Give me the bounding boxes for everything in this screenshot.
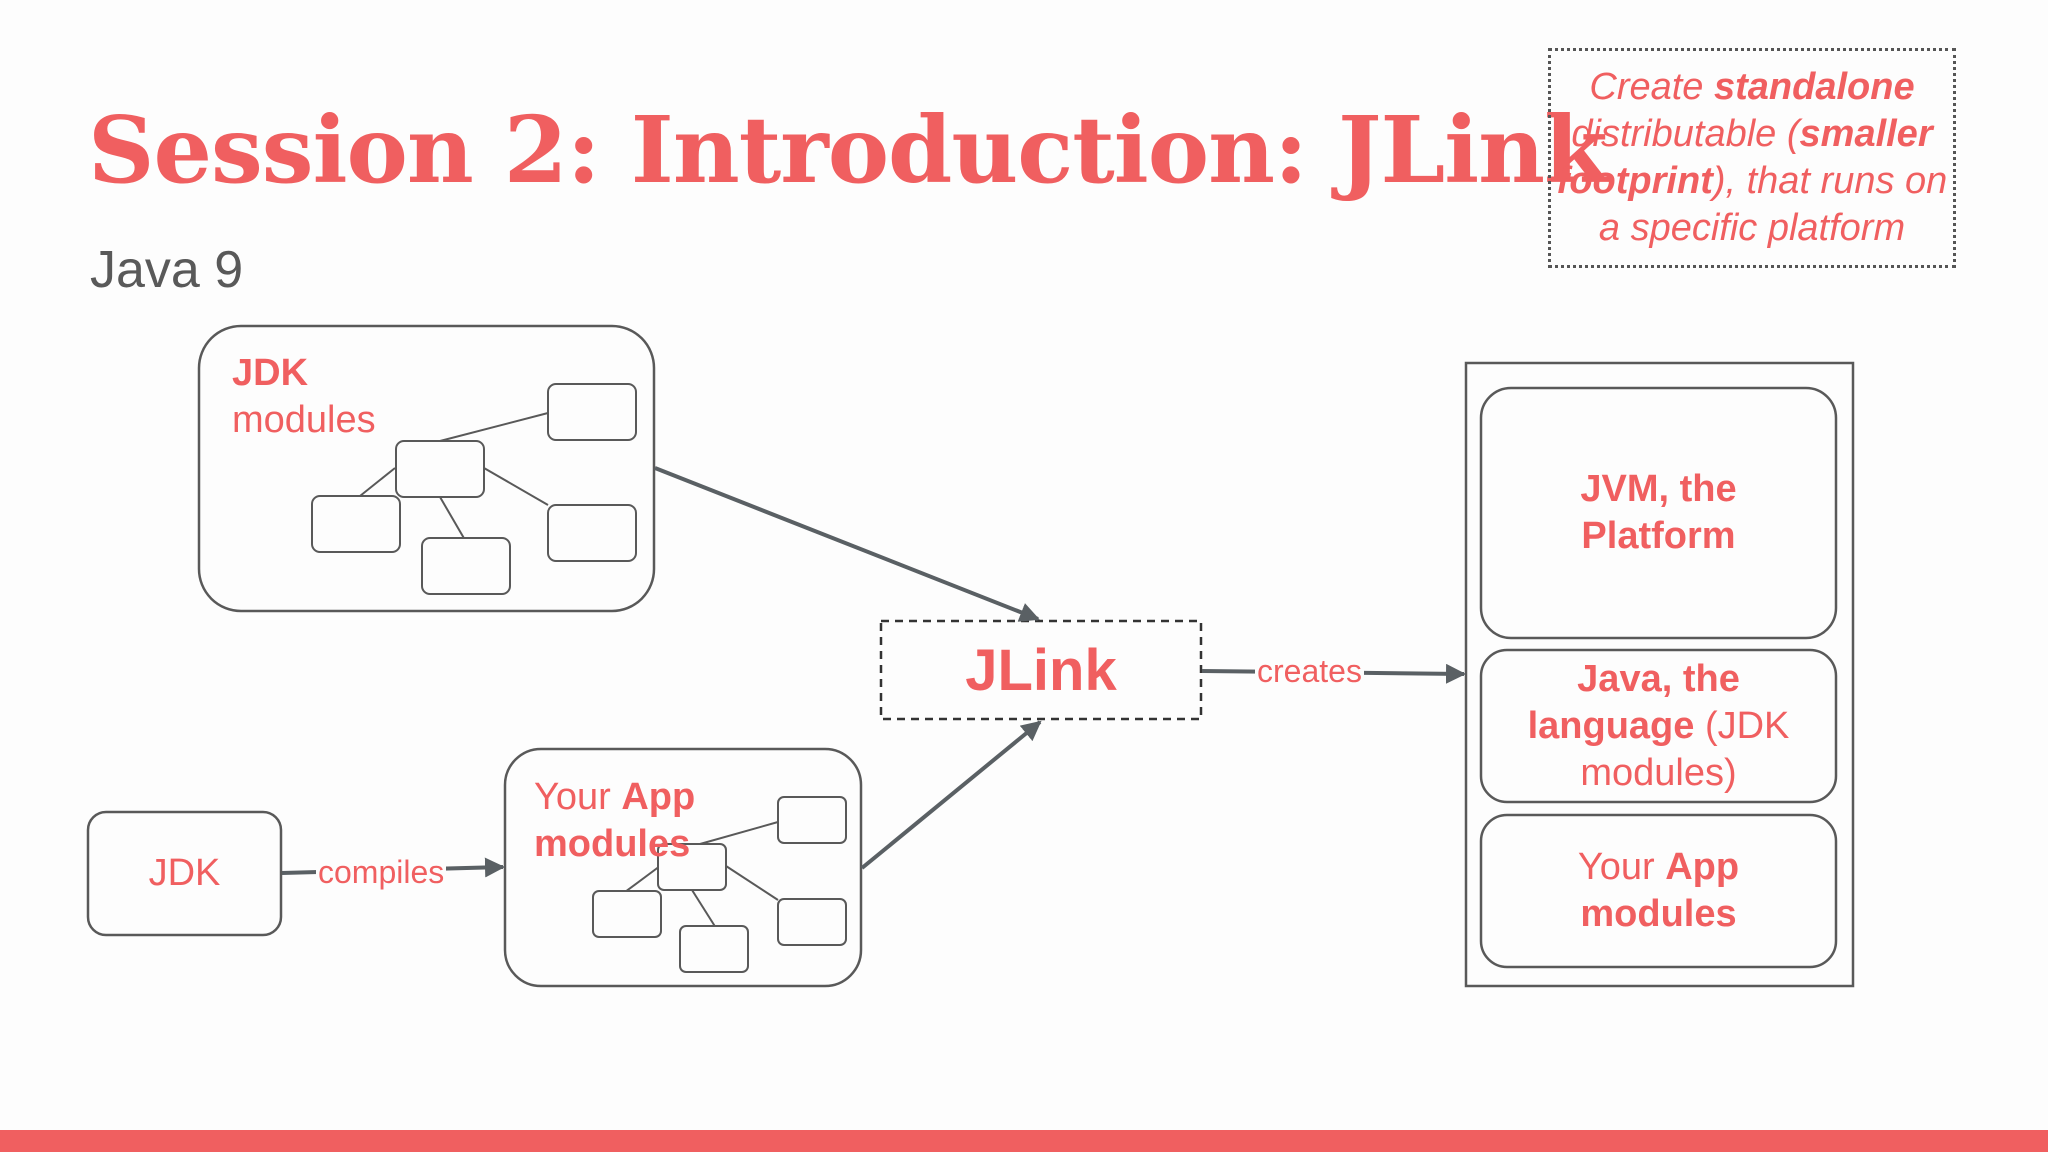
module-node (547, 504, 637, 562)
jvm-label: JVM, the Platform (1580, 468, 1737, 557)
jdk-box (86, 810, 283, 937)
arrow-jdk-to-jlink (654, 466, 1040, 622)
module-node (777, 796, 847, 844)
module-node (421, 537, 511, 595)
jlink-box (879, 619, 1203, 721)
jvm-box (1479, 386, 1838, 640)
module-node (311, 495, 401, 553)
module-node (657, 843, 727, 891)
creates-label: creates (1255, 653, 1364, 689)
module-node (777, 898, 847, 946)
bottom-accent-bar (0, 1130, 2048, 1152)
output-app-modules-box (1479, 813, 1838, 969)
output-container (1464, 361, 1855, 988)
compiles-label: compiles (316, 854, 447, 890)
jdk-module-graph (311, 383, 637, 595)
java-language-box (1479, 648, 1838, 804)
app-module-graph (592, 796, 847, 973)
slide-subtitle: Java 9 (90, 241, 244, 299)
jdk-modules-box (197, 324, 656, 613)
module-node (592, 890, 662, 938)
module-node (679, 925, 749, 973)
jlink-label: JLink (965, 637, 1117, 703)
java-language-label: Java, the language (JDK modules) (1527, 657, 1790, 794)
module-node (395, 440, 485, 498)
jdk-label: JDK (148, 852, 221, 894)
module-node (547, 383, 637, 441)
slide-title: Session 2: Introduction: JLink (88, 96, 1608, 204)
app-modules-box (503, 747, 863, 988)
arrow-app-to-jlink (860, 720, 1042, 870)
